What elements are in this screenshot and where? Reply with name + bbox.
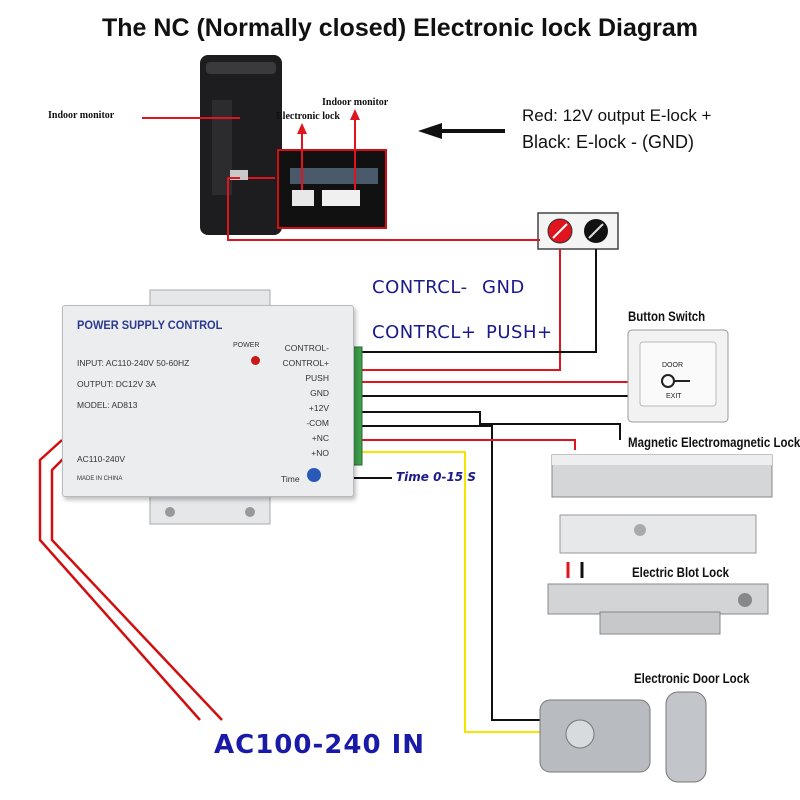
terminal-gnd: GND: [310, 388, 329, 398]
legend-black: Black: E-lock - (GND): [522, 132, 695, 152]
electronic-lock-label: Electronic lock: [276, 111, 340, 122]
terminal-control-minus: CONTROL-: [284, 343, 329, 353]
power-led-icon: [251, 356, 260, 365]
mag-lock-label: Magnetic Electromagnetic Lock: [628, 434, 800, 450]
label-gnd: GND: [482, 277, 525, 298]
time-adjust-knob-icon[interactable]: [307, 468, 321, 482]
indoor-monitor-label-left: Indoor monitor: [48, 110, 115, 121]
psu-model: MODEL: AD813: [77, 400, 138, 410]
psu-title: POWER SUPPLY CONTROL: [77, 318, 223, 332]
psu-input: INPUT: AC110-240V 50-60HZ: [77, 358, 190, 368]
timer-label: Time 0-15 S: [396, 470, 476, 484]
power-supply-unit: POWER SUPPLY CONTROL POWER INPUT: AC110-…: [62, 305, 354, 497]
label-control-plus: CONTRCL+: [372, 322, 477, 343]
psu-ac: AC110-240V: [77, 454, 126, 464]
door-lock-strike: [665, 691, 707, 783]
pcb-inset: [277, 149, 387, 229]
bolt-lock-body: [547, 583, 769, 615]
indoor-monitor-label-right: Indoor monitor: [322, 97, 389, 108]
psu-power-label: POWER: [233, 342, 260, 349]
label-push-plus: PUSH+: [486, 322, 553, 343]
door-lock-body: [539, 699, 651, 773]
button-door-text: DOOR: [662, 362, 683, 369]
legend-red: Red: 12V output E-lock +: [522, 106, 712, 125]
button-switch-label: Button Switch: [628, 308, 706, 324]
door-lock-label: Electronic Door Lock: [634, 670, 750, 686]
terminal-com: -COM: [306, 418, 329, 428]
ac-input-label: AC100-240 IN: [214, 730, 426, 760]
terminal-control-plus: CONTROL+: [282, 358, 329, 368]
magnetic-lock-plate: [559, 514, 757, 554]
psu-time: Time: [281, 474, 300, 484]
label-control-minus: CONTRCL-: [372, 277, 468, 298]
button-exit-text: EXIT: [666, 393, 682, 400]
terminal-nc: +NC: [311, 433, 329, 443]
terminal-push: PUSH: [305, 373, 329, 383]
psu-output: OUTPUT: DC12V 3A: [77, 379, 156, 389]
terminal-12v: +12V: [308, 403, 329, 413]
page-title: The NC (Normally closed) Electronic lock…: [102, 14, 698, 42]
bolt-lock-label: Electric Blot Lock: [632, 564, 729, 580]
terminal-no: +NO: [311, 448, 329, 458]
psu-made-in: MADE IN CHINA: [77, 476, 123, 482]
